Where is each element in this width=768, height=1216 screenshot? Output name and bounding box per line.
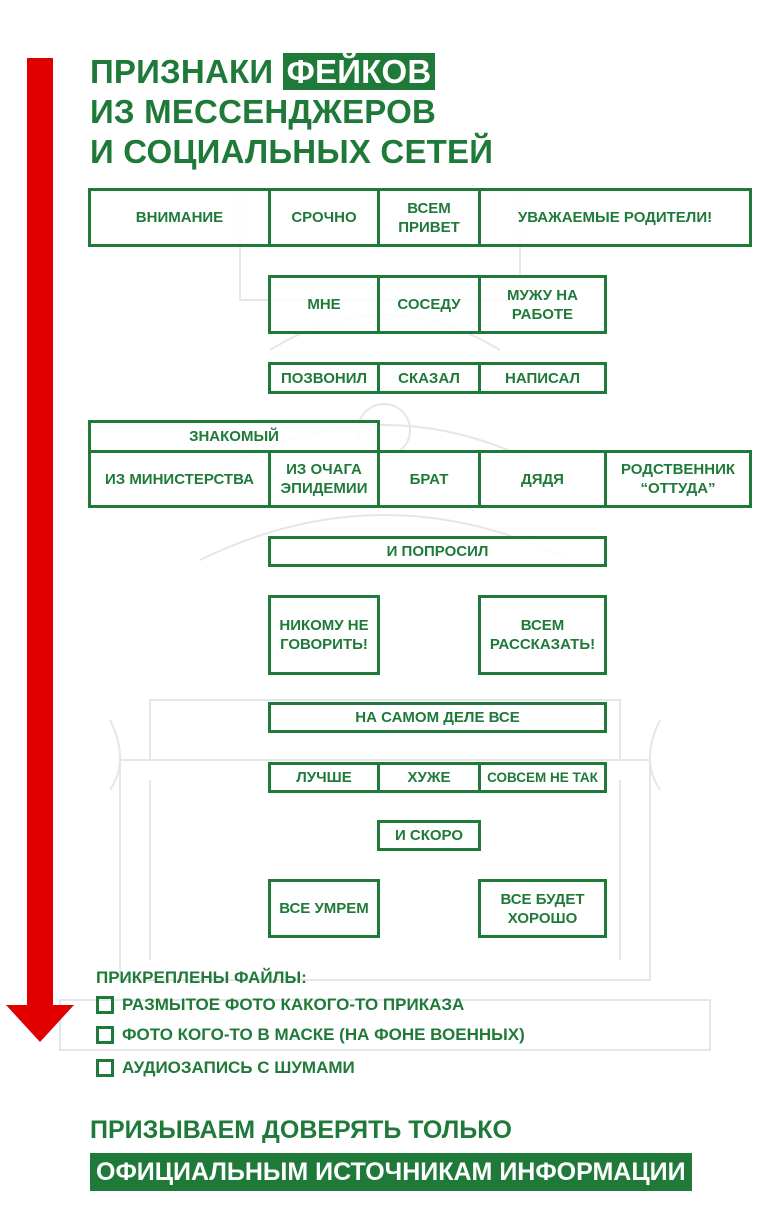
opener-box: СРОЧНО [268,188,380,247]
acquaintance-box: БРАТ [377,450,481,508]
acquaintance-header: ЗНАКОМЫЙ [88,420,380,453]
page-title: ПРИЗНАКИ ФЕЙКОВ ИЗ МЕССЕНДЖЕРОВ И СОЦИАЛ… [90,52,493,172]
recipient-box: СОСЕДУ [377,275,481,334]
soon-box: И СКОРО [377,820,481,851]
comparison-box: ЛУЧШЕ [268,762,380,793]
attachment-item: ФОТО КОГО-ТО В МАСКЕ (НА ФОНЕ ВОЕННЫХ) [96,1025,525,1045]
title-highlight: ФЕЙКОВ [282,53,436,90]
title-prefix: ПРИЗНАКИ [90,53,283,90]
verb-box: СКАЗАЛ [377,362,481,394]
verb-box: НАПИСАЛ [478,362,607,394]
red-down-arrow-icon [6,58,74,1042]
acquaintance-box: ДЯДЯ [478,450,607,508]
asked-box: И ПОПРОСИЛ [268,536,607,567]
attachment-item: РАЗМЫТОЕ ФОТО КАКОГО-ТО ПРИКАЗА [96,995,464,1015]
outcome-box: ВСЕ УМРЕМ [268,879,380,938]
comparison-box: ХУЖЕ [377,762,481,793]
attachment-item: АУДИОЗАПИСЬ С ШУМАМИ [96,1058,355,1078]
recipient-box: МНЕ [268,275,380,334]
attachment-label: РАЗМЫТОЕ ФОТО КАКОГО-ТО ПРИКАЗА [122,995,465,1014]
opener-box: УВАЖАЕМЫЕ РОДИТЕЛИ! [478,188,752,247]
checkbox-icon [96,1059,114,1077]
recipient-box: МУЖУ НА РАБОТЕ [478,275,607,334]
verb-box: ПОЗВОНИЛ [268,362,380,394]
opener-box: ВСЕМ ПРИВЕТ [377,188,481,247]
checkbox-icon [96,1026,114,1044]
checkbox-icon [96,996,114,1014]
title-line-3: И СОЦИАЛЬНЫХ СЕТЕЙ [90,133,494,170]
attachment-label: АУДИОЗАПИСЬ С ШУМАМИ [122,1058,355,1077]
request-box: НИКОМУ НЕ ГОВОРИТЬ! [268,595,380,675]
title-line-2: ИЗ МЕССЕНДЖЕРОВ [90,93,436,130]
request-box: ВСЕМ РАССКАЗАТЬ! [478,595,607,675]
footer-line-2: ОФИЦИАЛЬНЫМ ИСТОЧНИКАМ ИНФОРМАЦИИ [90,1153,692,1191]
attachments-header: ПРИКРЕПЛЕНЫ ФАЙЛЫ: [96,968,307,987]
actually-box: НА САМОМ ДЕЛЕ ВСЕ [268,702,607,733]
acquaintance-box: ИЗ ОЧАГА ЭПИДЕМИИ [268,450,380,508]
footer-line-1: ПРИЗЫВАЕМ ДОВЕРЯТЬ ТОЛЬКО [90,1116,512,1144]
opener-box: ВНИМАНИЕ [88,188,271,247]
comparison-box: СОВСЕМ НЕ ТАК [478,762,607,793]
attachment-label: ФОТО КОГО-ТО В МАСКЕ (НА ФОНЕ ВОЕННЫХ) [122,1025,525,1044]
outcome-box: ВСЕ БУДЕТ ХОРОШО [478,879,607,938]
acquaintance-box: РОДСТВЕННИК “ОТТУДА” [604,450,752,508]
acquaintance-box: ИЗ МИНИСТЕРСТВА [88,450,271,508]
